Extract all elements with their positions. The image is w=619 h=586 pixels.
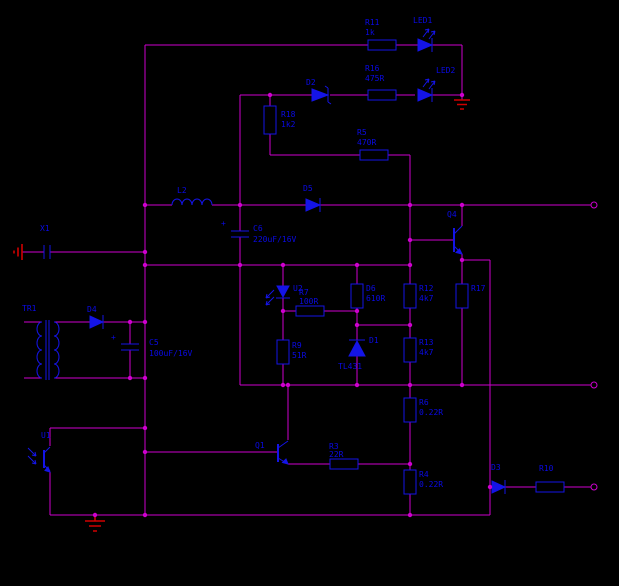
resistor-R7 xyxy=(295,305,325,317)
label-r6: R6 xyxy=(419,398,429,407)
value-d6: 610R xyxy=(366,294,386,303)
resistor-D6 xyxy=(350,283,364,309)
label-x1: X1 xyxy=(40,224,50,233)
label-q1: Q1 xyxy=(255,441,265,450)
led-LED1 xyxy=(417,28,436,52)
terminal-2 xyxy=(590,381,598,389)
label-d4: D4 xyxy=(87,305,97,314)
wires xyxy=(22,44,591,516)
transistor-Q1 xyxy=(277,440,289,465)
diode-D3 xyxy=(491,480,507,494)
junction-dots xyxy=(92,92,493,518)
led-LED2 xyxy=(417,78,436,102)
value-r11: 1k xyxy=(365,28,375,37)
label-r12: R12 xyxy=(419,284,434,293)
resistor-R13 xyxy=(403,337,417,363)
ground-symbol-top-right xyxy=(454,99,470,110)
label-u2: U2 xyxy=(293,284,303,293)
label-r13: R13 xyxy=(419,338,434,347)
label-tr1: TR1 xyxy=(22,304,37,313)
value-r6: 0.22R xyxy=(419,408,444,417)
label-r11: R11 xyxy=(365,18,380,27)
label-led2: LED2 xyxy=(436,66,456,75)
resistor-R18 xyxy=(263,105,277,135)
resistor-R5 xyxy=(359,149,389,161)
resistor-R9 xyxy=(276,339,290,365)
value-r18: 1k2 xyxy=(281,120,296,129)
label-d5: D5 xyxy=(303,184,313,193)
value-r9: 51R xyxy=(292,351,307,360)
terminal-1 xyxy=(590,201,598,209)
resistor-R17 xyxy=(455,283,469,309)
value-r3: 22R xyxy=(329,450,344,459)
ground-symbol-bottom-left xyxy=(85,515,105,532)
value-c5: 100uF/16V xyxy=(149,349,193,358)
value-d1: TL431 xyxy=(338,362,363,371)
resistor-R16 xyxy=(367,89,397,101)
label-r17: R17 xyxy=(471,284,486,293)
value-r13: 4k7 xyxy=(419,348,434,357)
value-r16: 475R xyxy=(365,74,385,83)
label-r10: R10 xyxy=(539,464,554,473)
resistor-R3 xyxy=(329,458,359,470)
optocoupler-led-U2 xyxy=(265,285,290,306)
label-led1: LED1 xyxy=(413,16,433,25)
output-terminals xyxy=(590,201,598,491)
label-r3: R3 xyxy=(329,442,339,451)
value-r7: 100R xyxy=(299,297,319,306)
label-c5: C5 xyxy=(149,338,159,347)
label-r18: R18 xyxy=(281,110,296,119)
label-r16: R16 xyxy=(365,64,380,73)
label-q4: Q4 xyxy=(447,210,457,219)
label-c6: C6 xyxy=(253,224,263,233)
zener-diode-D2 xyxy=(311,85,332,105)
label-d3: D3 xyxy=(491,463,501,472)
connector-X1 xyxy=(43,245,51,259)
shunt-regulator-D1 xyxy=(348,339,366,357)
capacitor-C6 xyxy=(231,230,249,238)
label-r7: R7 xyxy=(299,288,309,297)
terminal-3 xyxy=(590,483,598,491)
label-l2: L2 xyxy=(177,186,187,195)
value-r4: 0.22R xyxy=(419,480,444,489)
polarity-c5: + xyxy=(111,333,116,342)
label-r5: R5 xyxy=(357,128,367,137)
optocoupler-transistor-U1 xyxy=(27,446,51,473)
label-r9: R9 xyxy=(292,341,302,350)
label-d2: D2 xyxy=(306,78,316,87)
resistor-R12 xyxy=(403,283,417,309)
resistor-R4 xyxy=(403,469,417,495)
label-u1: U1 xyxy=(41,431,51,440)
transformer-TR1 xyxy=(36,320,60,380)
polarity-c6: + xyxy=(221,219,226,228)
diode-D5 xyxy=(305,198,322,212)
inductor-L2 xyxy=(171,198,213,206)
label-r4: R4 xyxy=(419,470,429,479)
diode-D4 xyxy=(89,315,105,329)
resistor-R10 xyxy=(535,481,565,493)
resistor-R11 xyxy=(367,39,397,51)
earth-ground-symbol-left xyxy=(13,244,23,260)
transistor-Q4 xyxy=(453,225,463,255)
capacitor-C5 xyxy=(121,343,139,351)
value-c6: 220uF/16V xyxy=(253,235,297,244)
value-r12: 4k7 xyxy=(419,294,434,303)
label-d6: D6 xyxy=(366,284,376,293)
resistor-R6 xyxy=(403,397,417,423)
label-d1: D1 xyxy=(369,336,379,345)
value-r5: 470R xyxy=(357,138,377,147)
